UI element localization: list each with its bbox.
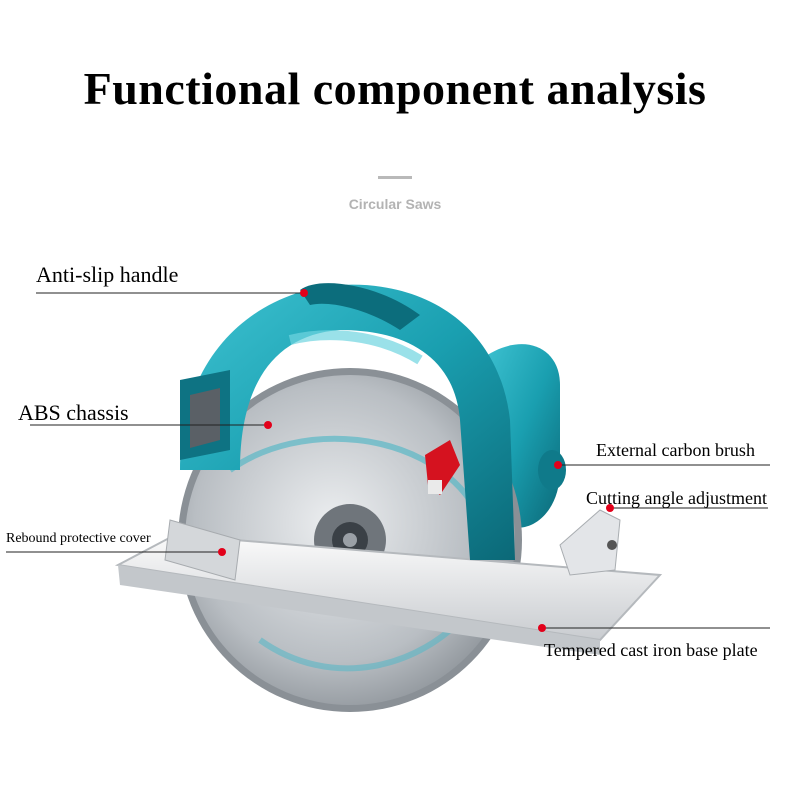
top-handle — [300, 283, 420, 330]
blade-guard — [180, 284, 515, 560]
page-subtitle: Circular Saws — [348, 196, 442, 212]
red-knob — [425, 440, 460, 495]
marker-angle — [606, 504, 614, 512]
angle-bracket — [559, 509, 621, 576]
label-abs-chassis: ABS chassis — [18, 400, 129, 425]
label-base-plate: Tempered cast iron base plate — [544, 640, 758, 660]
base-plate — [114, 533, 663, 655]
leader-lines — [6, 292, 770, 629]
marker-brush — [554, 461, 562, 469]
marker-chassis — [264, 421, 272, 429]
label-carbon-brush: External carbon brush — [596, 440, 755, 460]
title-divider — [378, 176, 412, 179]
rebound-cover — [164, 519, 241, 581]
page-title: Functional component analysis — [83, 63, 707, 114]
marker-base — [538, 624, 546, 632]
label-angle-adjustment: Cutting angle adjustment — [586, 488, 767, 508]
label-rebound-cover: Rebound protective cover — [6, 531, 151, 546]
marker-handle — [300, 289, 308, 297]
label-anti-slip-handle: Anti-slip handle — [36, 262, 179, 287]
marker-rebound — [218, 548, 226, 556]
marker-dots — [218, 289, 614, 632]
